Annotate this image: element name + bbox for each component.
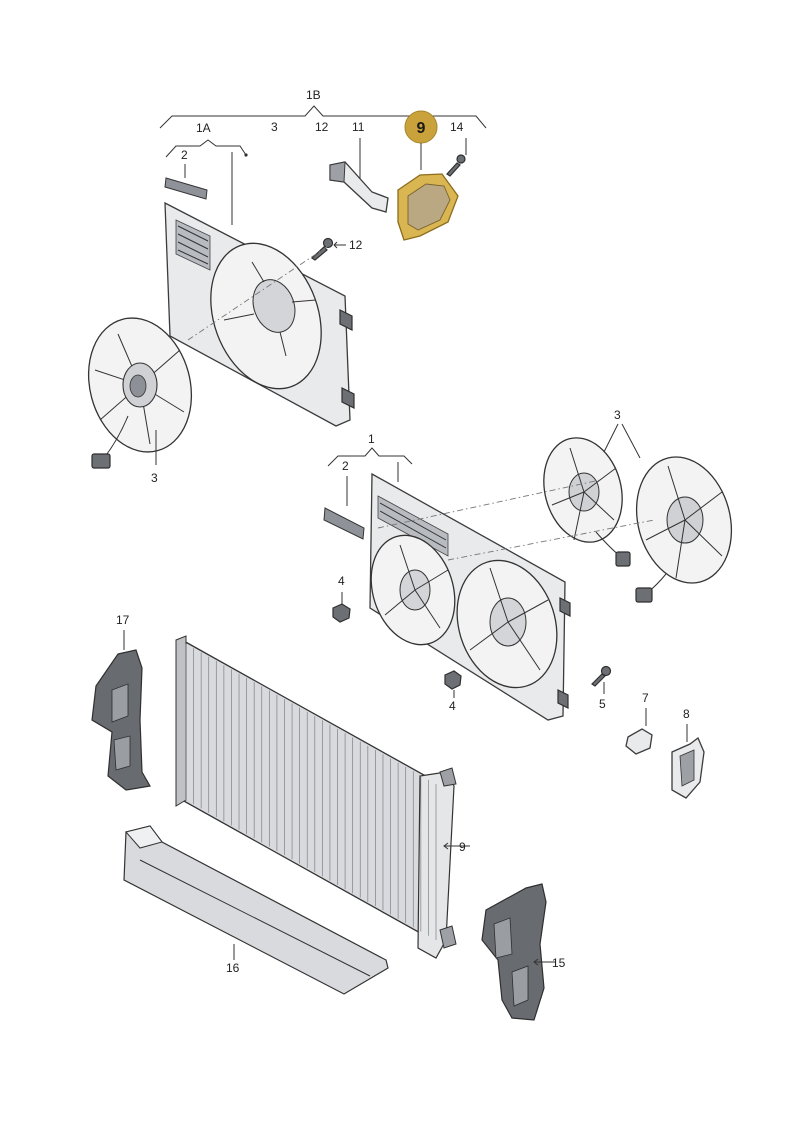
highlight-badge-9[interactable]: 9 [404,110,438,144]
part-9-cover[interactable] [397,173,459,241]
part-4-nut-upper[interactable]: 4 [332,574,351,623]
callout-3-right: 3 [614,408,621,422]
callout-3-top: 3 [271,120,278,134]
part-3-fans-right[interactable]: 3 [533,408,745,603]
callout-17: 16 [226,961,240,975]
part-11-radiator[interactable]: 9 [175,635,470,959]
callout-15: 15 [552,956,566,970]
part-17-air-duct[interactable]: 16 [123,825,389,995]
callout-5: 5 [599,697,606,711]
callout-12-top: 12 [315,120,329,134]
fan-shroud-top[interactable] [164,201,355,427]
part-2-label-plate-top[interactable]: 2 [164,148,208,200]
callout-2-mid: 2 [342,459,349,473]
part-14-screw[interactable] [446,138,467,177]
part-15-air-guide[interactable]: 15 [481,883,566,1021]
fan-shroud-double[interactable] [358,472,573,721]
radiator-fins [185,644,437,940]
part-8-bracket[interactable]: 8 [671,707,705,799]
group-bracket-1: 1 2 [327,432,413,506]
part-12-screw[interactable]: 12 [311,237,363,261]
part-5-screw[interactable]: 5 [591,665,612,712]
callout-16: 17 [116,613,130,627]
part-2-label-plate-mid[interactable] [323,507,365,540]
callout-2-top: 2 [181,148,188,162]
part-7-clip[interactable]: 7 [625,691,653,755]
part-16-air-guide[interactable]: 17 [91,613,151,791]
callout-10: 11 [352,120,365,134]
callout-12-side: 12 [349,238,363,252]
callout-3-left: 3 [151,471,158,485]
label-1b: 1B [306,88,321,102]
part-10-bracket[interactable] [329,138,389,213]
callout-7: 7 [642,691,649,705]
callout-8: 8 [683,707,690,721]
callout-1: 1 [368,432,375,446]
callout-4-lower: 4 [449,699,456,713]
callout-4-upper: 4 [338,574,345,588]
label-1a: 1A [196,121,211,135]
callout-9: 9 [417,120,426,137]
part-3-fan-left[interactable]: 3 [74,306,206,485]
part-4-nut-lower[interactable]: 4 [444,670,462,713]
callout-11: 9 [459,840,466,854]
callout-14: 14 [450,120,464,134]
group-bracket-1b: 1B 1A 3 12 11 14 [159,88,487,158]
